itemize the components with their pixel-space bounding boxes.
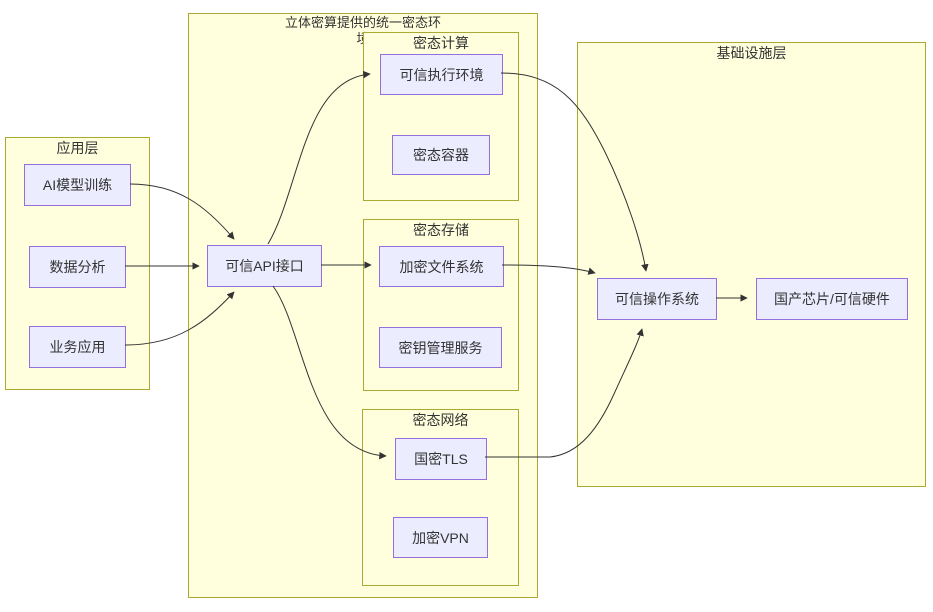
node-trusted-os: 可信操作系统 [597, 278, 717, 320]
node-label: 数据分析 [49, 259, 106, 275]
node-encrypted-vpn: 加密VPN [393, 517, 488, 558]
cluster-infrastructure-layer: 基础设施层 可信操作系统 国产芯片/可信硬件 [577, 42, 926, 487]
node-gm-tls: 国密TLS [395, 438, 487, 480]
node-label: 加密VPN [412, 529, 469, 546]
node-label: 可信执行环境 [399, 66, 484, 83]
node-confidential-container: 密态容器 [392, 135, 490, 175]
cluster-app-layer-title: 应用层 [56, 140, 99, 156]
cluster-confidential-storage: 密态存储 加密文件系统 密钥管理服务 [363, 219, 519, 391]
node-data-analysis: 数据分析 [29, 246, 126, 288]
node-ai-model-training: AI模型训练 [24, 164, 131, 206]
node-label: 可信操作系统 [615, 291, 699, 307]
node-label: 国产芯片/可信硬件 [774, 291, 890, 307]
node-label: 可信API接口 [225, 258, 304, 274]
cluster-app-layer: 应用层 AI模型训练 数据分析 业务应用 [5, 137, 150, 390]
cluster-unified-confidential-env: 立体密算提供的统一密态环 境 可信API接口 密态计算 可信执行环境 密态容器 … [188, 13, 538, 598]
node-encrypted-file-system: 加密文件系统 [379, 246, 504, 287]
node-domestic-chip-trusted-hardware: 国产芯片/可信硬件 [756, 278, 908, 320]
node-label: 密钥管理服务 [398, 339, 483, 356]
cluster-confidential-network-title: 密态网络 [412, 412, 469, 428]
node-label: 加密文件系统 [399, 258, 484, 275]
node-label: AI模型训练 [42, 177, 113, 193]
cluster-confidential-storage-title: 密态存储 [413, 222, 469, 238]
cluster-confidential-computing-title: 密态计算 [413, 35, 469, 51]
cluster-confidential-network: 密态网络 国密TLS 加密VPN [362, 409, 519, 586]
node-key-management-service: 密钥管理服务 [379, 327, 502, 368]
node-label: 国密TLS [414, 451, 468, 467]
node-label: 密态容器 [413, 147, 469, 163]
node-business-app: 业务应用 [29, 326, 126, 368]
node-label: 业务应用 [49, 339, 106, 355]
node-trusted-api-interface: 可信API接口 [207, 245, 322, 287]
cluster-infrastructure-layer-title: 基础设施层 [716, 45, 787, 61]
node-trusted-execution-env: 可信执行环境 [380, 54, 503, 95]
cluster-confidential-computing: 密态计算 可信执行环境 密态容器 [363, 32, 519, 201]
